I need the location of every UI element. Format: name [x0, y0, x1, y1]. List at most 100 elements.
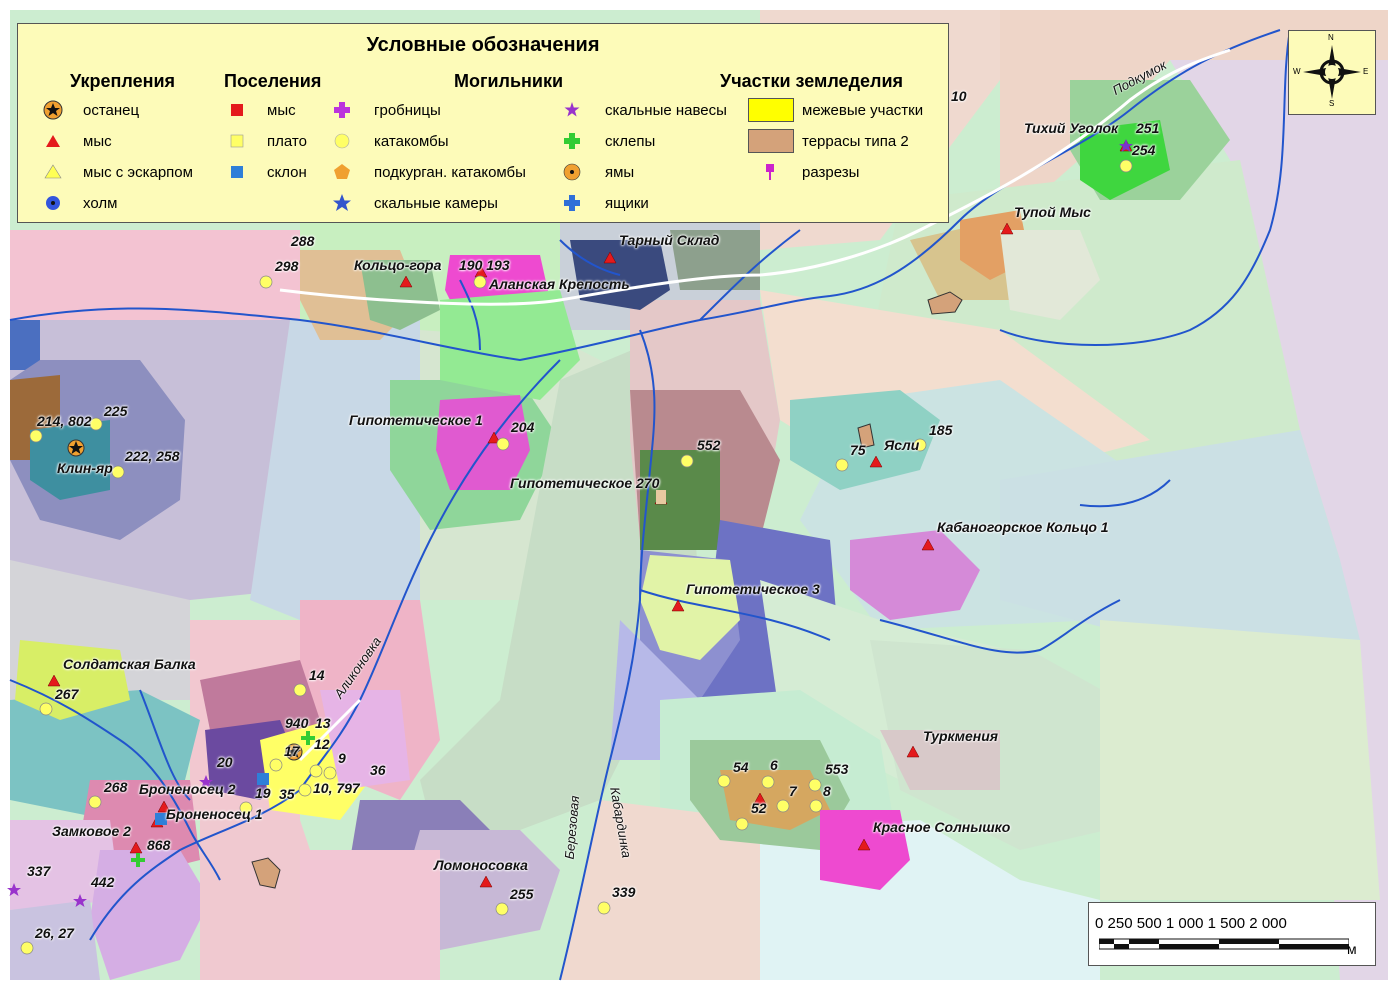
place-label: Замковое 2: [52, 823, 131, 839]
place-label: 268: [104, 779, 128, 795]
catacomb-marker: [323, 766, 337, 780]
catacomb-marker: [808, 778, 822, 792]
catacomb-marker: [88, 795, 102, 809]
place-label: 190 193: [459, 257, 510, 273]
place-label: Туркмения: [923, 728, 999, 744]
legend-item-ostanets: останец: [83, 102, 140, 119]
terrace-plot: [251, 857, 281, 889]
place-label: 75: [850, 442, 866, 458]
settlement-cape-icon: [231, 104, 243, 116]
legend-item-katakomby: катакомбы: [374, 133, 449, 150]
scale-unit: м: [1347, 941, 1357, 957]
place-label: 940: [285, 715, 309, 731]
section-pin-icon: [766, 164, 774, 180]
legend-item-mys: мыс: [83, 133, 112, 150]
legend-item-yashchiki: ящики: [605, 195, 649, 212]
north-arrow: N S E W: [1288, 30, 1376, 115]
place-label: 254: [1132, 142, 1156, 158]
place-label: Ломоносовка: [434, 857, 528, 873]
escarp-icon: [44, 164, 62, 179]
place-label: 52: [751, 800, 767, 816]
compass-w: W: [1293, 67, 1301, 76]
rock-shelter-marker: [7, 883, 21, 896]
slope-settlement-marker: [257, 773, 269, 785]
place-label: Гипотетическое 270: [510, 475, 660, 491]
plateau-icon: [230, 134, 244, 148]
place-label: 17: [284, 743, 300, 759]
terrace-swatch: [748, 129, 794, 153]
rock-shelter-icon: [564, 102, 580, 117]
catacomb-marker: [495, 902, 509, 916]
map-symbols: [7, 139, 1133, 955]
place-label: 339: [612, 884, 636, 900]
place-label: 204: [511, 419, 535, 435]
legend-item-yamy: ямы: [605, 164, 635, 181]
legend-item-razrezy: разрезы: [802, 164, 860, 181]
place-label: 214, 802: [37, 413, 92, 429]
tomb-icon: [334, 102, 350, 118]
road: [298, 698, 362, 762]
legend-item-mys-escarp: мыс с эскарпом: [83, 164, 193, 181]
place-label: 225: [104, 403, 128, 419]
catacomb-marker: [761, 775, 775, 789]
terrace-plot: [656, 490, 666, 504]
fort-cape-marker: [869, 455, 883, 468]
fort-cape-marker: [479, 875, 493, 888]
place-label: 255: [510, 886, 534, 902]
place-label: Гипотетическое 1: [349, 412, 483, 428]
ostanets-star: [287, 745, 301, 758]
place-label: 553: [825, 761, 849, 777]
fort-cape-marker: [399, 275, 413, 288]
compass-s: S: [1329, 99, 1335, 108]
place-label: 267: [55, 686, 79, 702]
slope-icon: [231, 166, 243, 178]
place-label: Броненосец 2: [139, 781, 236, 797]
legend-group-fortifications: Укрепления: [70, 71, 176, 91]
place-label: 251: [1136, 120, 1160, 136]
compass-e: E: [1363, 67, 1369, 76]
scale-bar: 0 250 500 1 000 1 500 2 000 м: [1088, 902, 1376, 966]
place-label: Красное Солнышко: [873, 819, 1011, 835]
legend-item-set-mys: мыс: [267, 102, 296, 119]
crypt-marker: [131, 853, 145, 867]
place-label: 19: [255, 785, 271, 801]
place-label: 298: [275, 258, 299, 274]
place-label: Броненосец 1: [166, 806, 263, 822]
place-label: 13: [315, 715, 331, 731]
catacomb-marker: [597, 901, 611, 915]
terrace-plot: [927, 291, 963, 315]
catacomb-marker: [39, 702, 53, 716]
compass-rose-icon: [1303, 45, 1361, 99]
place-label: 868: [147, 837, 171, 853]
catacomb-marker: [259, 275, 273, 289]
place-label: 14: [309, 667, 325, 683]
place-label: Кольцо-гора: [354, 257, 442, 273]
place-label: Тупой Мыс: [1014, 204, 1091, 220]
rock-shelter-marker: [199, 775, 213, 788]
rock-shelter-marker: [1119, 139, 1133, 152]
kurgan-catacomb-icon: [334, 164, 350, 179]
place-label: 35: [279, 786, 295, 802]
legend-item-mezhevye: межевые участки: [802, 102, 924, 119]
place-label: Аланская Крепость: [489, 276, 630, 292]
catacomb-marker: [89, 417, 103, 431]
fort-cape-marker: [487, 431, 501, 444]
fort-cape-marker: [753, 792, 767, 805]
fort-cape-marker: [906, 745, 920, 758]
catacomb-marker: [680, 454, 694, 468]
crypt-marker: [301, 731, 315, 745]
catacomb-marker: [111, 465, 125, 479]
fort-cape-marker: [1000, 222, 1014, 235]
legend-item-terrasy: террасы типа 2: [802, 133, 909, 150]
place-label: 36: [370, 762, 386, 778]
catacomb-marker: [29, 429, 43, 443]
catacomb-marker: [809, 799, 823, 813]
place-label: 552: [697, 437, 721, 453]
place-label: 10, 797: [313, 780, 360, 796]
place-label: 9: [338, 750, 346, 766]
legend-item-set-sklon: склон: [267, 164, 307, 181]
fort-cape-marker: [157, 800, 171, 813]
place-label: 26, 27: [35, 925, 74, 941]
crypt-icon: [564, 133, 580, 149]
catacomb-marker: [269, 758, 283, 772]
